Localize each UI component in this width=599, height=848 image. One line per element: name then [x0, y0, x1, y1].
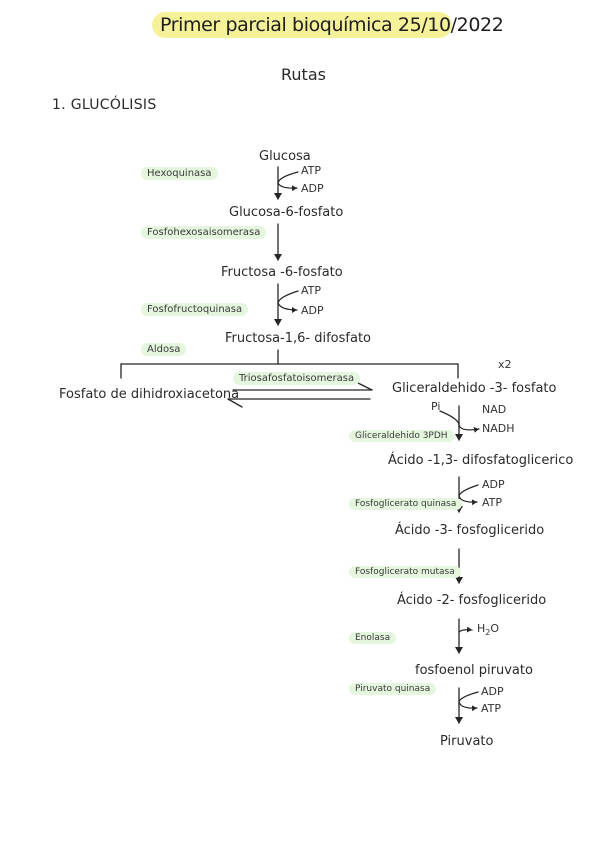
cofactor-atp-1: ATP: [301, 164, 322, 177]
cofactor-atp-pk: ATP: [481, 702, 502, 715]
enzyme-aldosa: Aldosa: [141, 343, 187, 356]
metabolite-acido-2-fosfoglicerido: Ácido -2- fosfoglicerido: [397, 593, 547, 608]
enzyme-gliceraldehido-3pdh: Gliceraldehido 3PDH: [349, 430, 454, 442]
enzyme-fosfoglicerato-mutasa: Fosfoglicerato mutasa: [349, 566, 461, 578]
enzyme-fosfohexosaisomerasa: Fosfohexosaisomerasa: [141, 226, 267, 239]
cofactor-curve-1: [277, 171, 299, 192]
cofactor-nad: NAD: [482, 403, 507, 416]
enzyme-hexoquinasa: Hexoquinasa: [141, 167, 218, 180]
cofactor-adp-1: ADP: [301, 182, 324, 195]
metabolite-acido-3-fosfoglicerido: Ácido -3- fosfoglicerido: [395, 523, 545, 538]
page-title: Primer parcial bioquímica 25/10/2022: [160, 14, 504, 36]
cofactor-curve-enolase: [458, 626, 473, 633]
cofactor-atp-3: ATP: [301, 284, 322, 297]
cofactor-curve-pgk: [458, 484, 479, 506]
metabolite-glucosa-6-fosfato: Glucosa-6-fosfato: [229, 205, 344, 220]
cofactor-curve-3: [277, 290, 299, 313]
metabolite-gliceraldehido-3-fosfato: Gliceraldehido -3- fosfato: [392, 381, 557, 396]
cofactor-h2o: H2O: [477, 622, 500, 638]
metabolite-piruvato: Piruvato: [440, 734, 494, 749]
metabolite-fosfoenol-piruvato: fosfoenol piruvato: [415, 663, 533, 678]
multiplier-x2: x2: [498, 358, 512, 371]
eq-arrow-top-head: [357, 382, 373, 391]
page-subtitle: Rutas: [281, 65, 326, 84]
cofactor-curve-gap: [439, 410, 480, 433]
metabolite-fosfato-dihidroxiacetona: Fosfato de dihidroxiacetona: [59, 387, 240, 402]
title-highlight: [152, 12, 452, 38]
cofactor-curve-pk: [458, 691, 479, 712]
enzyme-enolasa: Enolasa: [349, 632, 397, 644]
eq-arrow-bottom-head: [227, 398, 243, 408]
cofactor-adp-3: ADP: [301, 304, 324, 317]
metabolite-fructosa-1-6-difosfato: Fructosa-1,6- difosfato: [225, 331, 372, 346]
cofactor-nadh: NADH: [482, 422, 515, 435]
enzyme-piruvato-quinasa: Piruvato quinasa: [349, 683, 437, 695]
enzyme-fosfofructoquinasa: Fosfofructoquinasa: [141, 303, 249, 316]
metabolite-acido-1-3-difosfoglicerico: Ácido -1,3- difosfatoglicerico: [388, 453, 574, 468]
metabolite-fructosa-6-fosfato: Fructosa -6-fosfato: [221, 265, 343, 280]
cofactor-atp-pgk: ATP: [482, 496, 503, 509]
cofactor-adp-pk: ADP: [481, 685, 504, 698]
enzyme-fosfoglicerato-quinasa: Fosfoglicerato quinasa: [349, 498, 463, 510]
enzyme-triosafosfatoisomerasa: Triosafosfatoisomerasa: [233, 372, 361, 385]
cofactor-pi: Pi: [431, 400, 441, 413]
section-heading: 1. GLUCÓLISIS: [52, 97, 157, 113]
metabolite-glucosa: Glucosa: [259, 149, 311, 164]
cofactor-adp-pgk: ADP: [482, 478, 505, 491]
